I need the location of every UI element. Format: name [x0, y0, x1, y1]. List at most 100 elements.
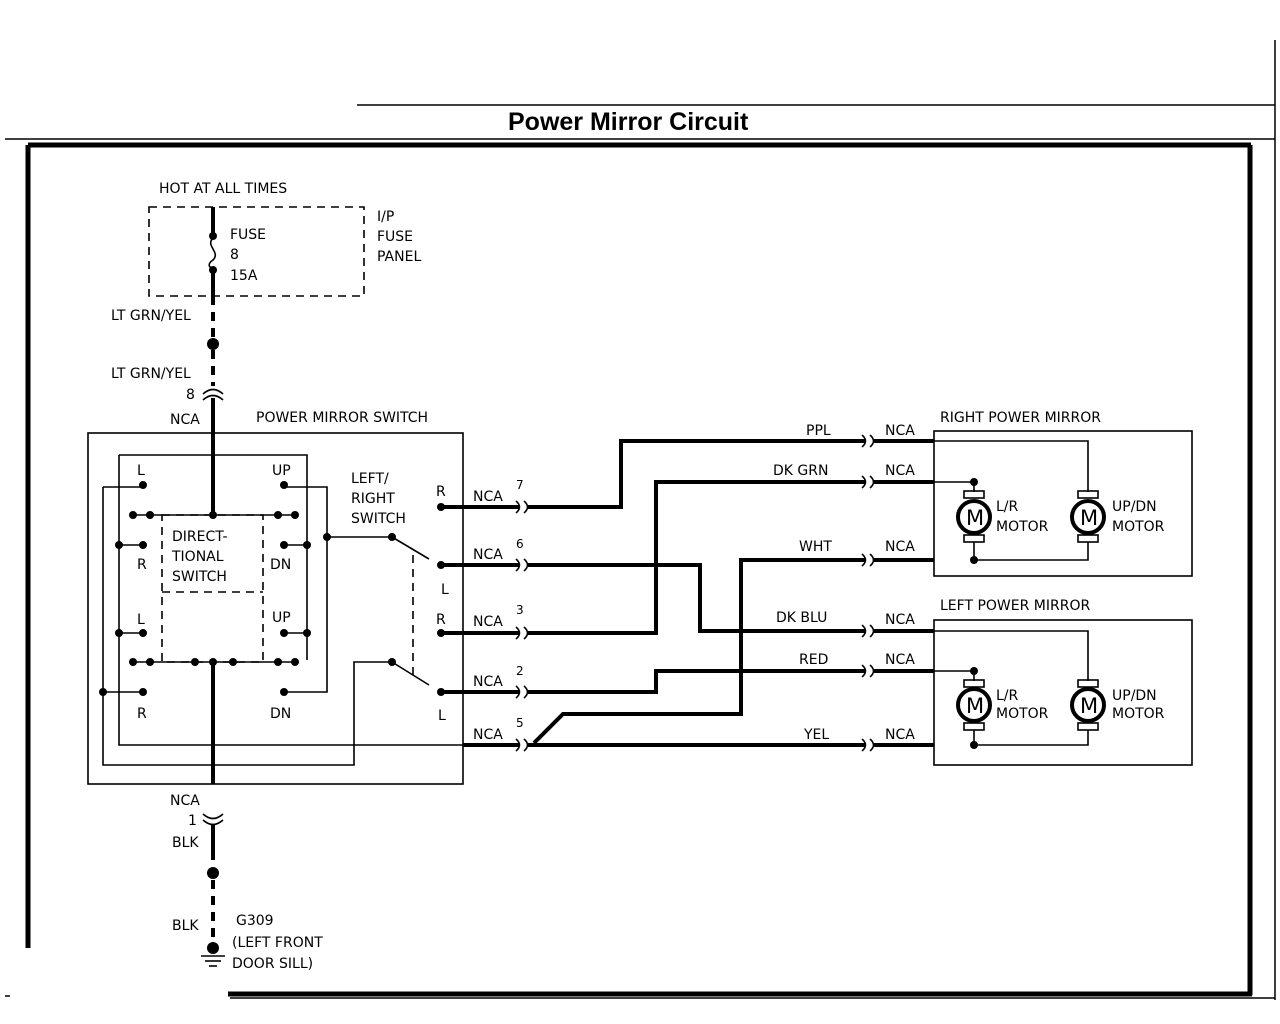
wire-red-conn: NCA — [885, 652, 915, 668]
conn-2-pin: 2 — [516, 664, 524, 678]
feed-wire-color-top: LT GRN/YEL — [111, 308, 191, 324]
wht-wire — [532, 558, 866, 745]
wire-red-label: RED — [799, 652, 828, 668]
wire-dkblu-label: DK BLU — [776, 610, 827, 626]
switch-output-wires: NCA 7 NCA 6 NCA 3 NCA 2 NCA 5 — [441, 439, 866, 752]
lr-pos-l2: L — [438, 708, 446, 724]
left-ud-label-2: MOTOR — [1112, 706, 1165, 722]
feed-pin-number: 8 — [186, 387, 195, 403]
mirror-side-connectors: PPL NCA DK GRN NCA WHT NCA DK BLU NCA RE… — [773, 423, 934, 752]
directional-label-2: TIONAL — [171, 549, 224, 565]
left-lr-label-1: L/R — [996, 688, 1019, 704]
ground-location-2: DOOR SILL) — [232, 956, 313, 972]
fuse-rating: 15A — [230, 268, 258, 284]
left-mirror-title: LEFT POWER MIRROR — [940, 598, 1090, 614]
panel-label-3: PANEL — [377, 249, 421, 265]
switch-housing — [87, 432, 464, 785]
lr-pos-r1: R — [436, 484, 446, 500]
splice-dot-bottom — [207, 867, 219, 879]
contact-l-low: L — [137, 612, 145, 628]
fuse-number: 8 — [230, 247, 239, 263]
ground-pin-number: 1 — [188, 813, 197, 829]
right-lr-motor — [956, 499, 992, 535]
directional-label-3: SWITCH — [172, 569, 227, 585]
ground-location-1: (LEFT FRONT — [232, 935, 323, 951]
dk-grn-wire — [528, 480, 866, 635]
wire-yel-conn: NCA — [885, 727, 915, 743]
ground-circuit: NCA 1 BLK BLK G309 (LEFT FRONT DOOR SILL… — [170, 793, 323, 972]
contact-l-top: L — [137, 463, 145, 479]
wire-yel-label: YEL — [803, 727, 829, 743]
wire-ppl-label: PPL — [806, 423, 831, 439]
directional-label-1: DIRECT- — [172, 529, 228, 545]
conn-6-pin: 6 — [516, 537, 524, 551]
power-mirror-switch: POWER MIRROR SWITCH DIRECT- TIONAL SWITC… — [87, 410, 464, 785]
left-lr-motor-symbol: M — [966, 694, 984, 718]
page-title: Power Mirror Circuit — [508, 108, 749, 136]
lr-pos-l1: L — [441, 582, 449, 598]
ground-wire-top: BLK — [172, 835, 199, 851]
wire-dkblu-conn: NCA — [885, 612, 915, 628]
wire-dkgrn-conn: NCA — [885, 463, 915, 479]
switch-title: POWER MIRROR SWITCH — [256, 410, 428, 426]
conn-2-label: NCA — [473, 674, 503, 690]
contact-r-mid: R — [137, 557, 147, 573]
contact-r-bot: R — [137, 706, 147, 722]
right-ud-label-2: MOTOR — [1112, 519, 1165, 535]
left-mirror-box — [933, 619, 1193, 766]
right-lr-motor-symbol: M — [966, 506, 984, 530]
panel-label-2: FUSE — [377, 229, 413, 245]
left-lr-motor — [956, 687, 992, 723]
lr-switch-label-1: LEFT/ — [351, 471, 389, 487]
right-mirror-box — [933, 430, 1193, 577]
right-lr-label-1: L/R — [996, 499, 1019, 515]
wire-dkgrn-label: DK GRN — [773, 463, 828, 479]
left-ud-motor — [1070, 687, 1106, 723]
lr-switch-label-3: SWITCH — [351, 511, 406, 527]
conn-5-label: NCA — [473, 727, 503, 743]
ground-id: G309 — [236, 913, 274, 929]
splice-dot-top — [207, 338, 219, 350]
hot-at-all-times-label: HOT AT ALL TIMES — [159, 181, 287, 197]
ppl-wire — [528, 439, 866, 509]
conn-7-label: NCA — [473, 489, 503, 505]
conn-5-pin: 5 — [516, 716, 524, 730]
right-ud-label-1: UP/DN — [1112, 499, 1157, 515]
right-ud-motor-symbol: M — [1080, 506, 1098, 530]
outer-frame — [5, 40, 1276, 1000]
right-lr-label-2: MOTOR — [996, 519, 1049, 535]
wire-wht-label: WHT — [799, 539, 832, 555]
fuse-8-symbol — [208, 237, 217, 269]
lr-pos-r2: R — [436, 612, 446, 628]
left-ud-label-1: UP/DN — [1112, 688, 1157, 704]
conn-3-pin: 3 — [516, 603, 524, 617]
contact-dn-mid: DN — [270, 557, 291, 573]
fuse-panel-box — [148, 206, 365, 297]
right-power-mirror: RIGHT POWER MIRROR M M L/R MOTOR UP/DN M… — [933, 410, 1193, 577]
right-mirror-title: RIGHT POWER MIRROR — [940, 410, 1101, 426]
ground-connector-symbol — [202, 813, 224, 826]
fuse-label: FUSE — [230, 227, 266, 243]
conn-6-label: NCA — [473, 547, 503, 563]
conn-3-label: NCA — [473, 614, 503, 630]
contact-up-top: UP — [272, 463, 291, 479]
fuse-panel: HOT AT ALL TIMES FUSE 8 15A I/P FUSE PAN… — [148, 181, 421, 297]
ground-wire-bottom: BLK — [172, 918, 199, 934]
red-wire — [528, 669, 866, 694]
left-lr-label-2: MOTOR — [996, 706, 1049, 722]
right-ud-motor — [1070, 499, 1106, 535]
lr-switch-label-2: RIGHT — [351, 491, 395, 507]
wire-wht-conn: NCA — [885, 539, 915, 555]
dk-blu-wire — [528, 563, 866, 633]
left-power-mirror: LEFT POWER MIRROR M M L/R MOTOR UP/DN MO… — [933, 598, 1193, 766]
contact-dn-bot: DN — [270, 706, 291, 722]
ground-eyelet — [207, 942, 219, 954]
wire-ppl-conn: NCA — [885, 423, 915, 439]
ground-connector-label: NCA — [170, 793, 200, 809]
feed-wire: LT GRN/YEL LT GRN/YEL 8 NCA — [111, 296, 224, 433]
feed-connector-label: NCA — [170, 412, 200, 428]
contact-up-low: UP — [272, 610, 291, 626]
panel-label-1: I/P — [377, 209, 394, 225]
left-ud-motor-symbol: M — [1080, 694, 1098, 718]
